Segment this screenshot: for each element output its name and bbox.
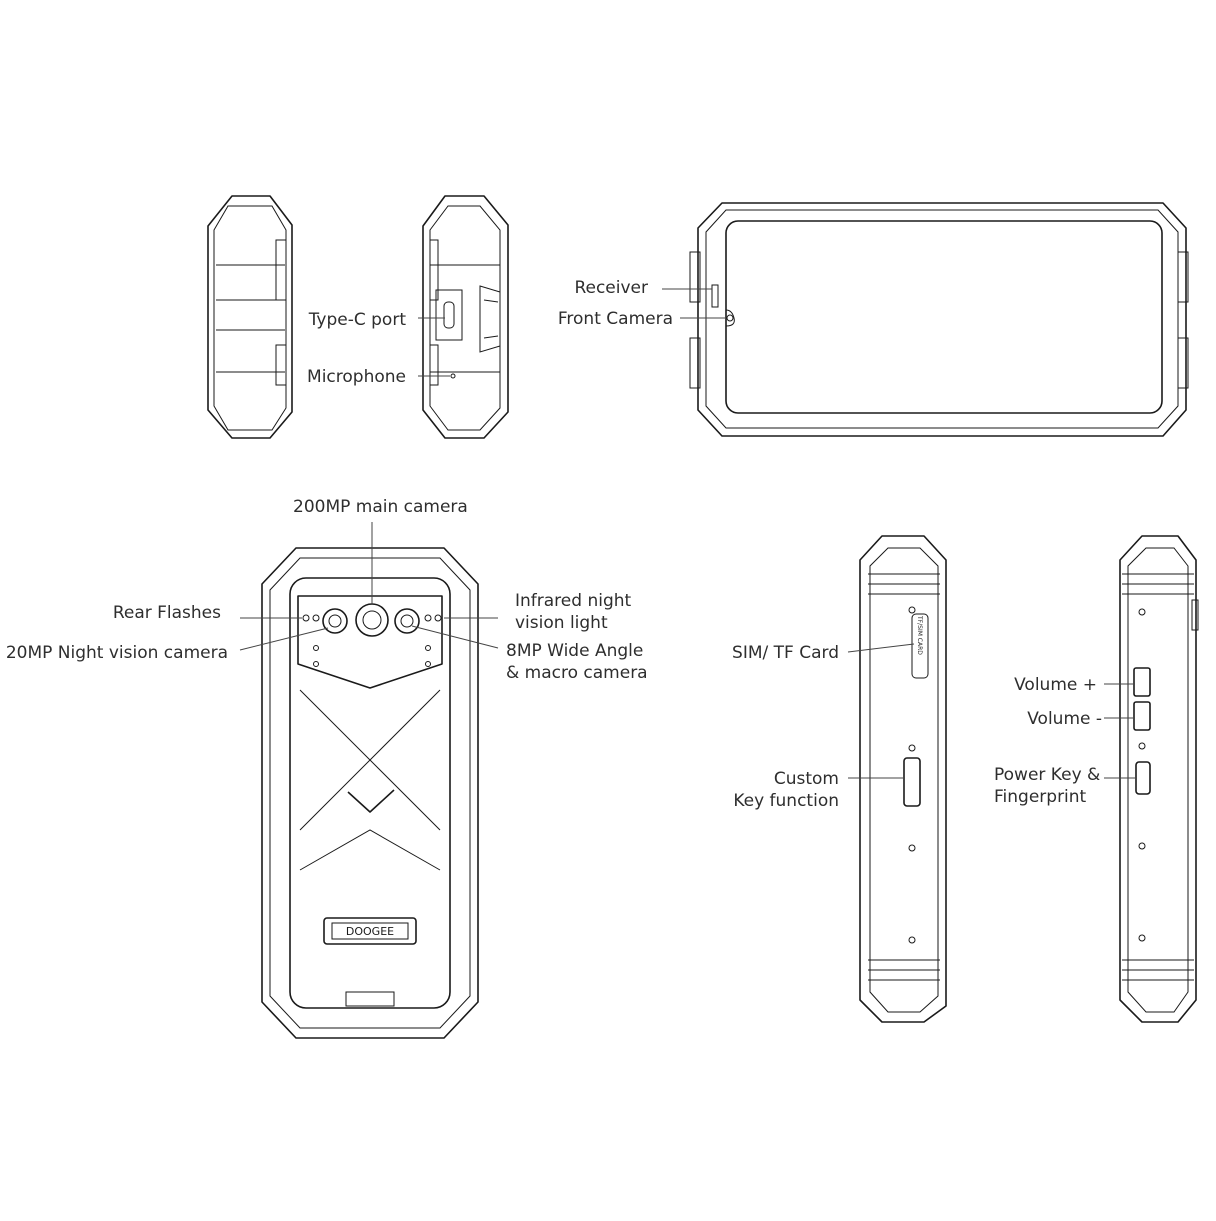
custom-key-label-line2: Key function (733, 791, 839, 811)
microphone-label: Microphone (307, 367, 406, 387)
front-view (689, 202, 1189, 437)
receiver-label: Receiver (574, 278, 648, 298)
infrared-light-label-line2: vision light (515, 613, 608, 633)
doogee-logo: DOOGEE (346, 925, 394, 938)
wide-angle-camera-label-line1: 8MP Wide Angle (506, 641, 644, 661)
back-view: DOOGEE (261, 547, 479, 1039)
volume-up-label: Volume + (1014, 675, 1097, 695)
infrared-light-label-line1: Infrared night (515, 591, 632, 611)
power-key-label-line2: Fingerprint (994, 787, 1087, 807)
power-key-label-line1: Power Key & (994, 765, 1101, 785)
wide-angle-camera-label-line2: & macro camera (506, 663, 648, 683)
main-camera-label: 200MP main camera (293, 497, 468, 517)
right-side-view (1119, 535, 1199, 1023)
end-view-bottom (422, 195, 509, 439)
type-c-port-label: Type-C port (308, 310, 406, 330)
rear-flashes-label: Rear Flashes (112, 603, 221, 623)
end-view-top (207, 195, 293, 439)
sim-tray-text: TF/SIM CARD (916, 615, 923, 655)
front-camera-label: Front Camera (557, 309, 673, 329)
sim-tf-card-label: SIM/ TF Card (732, 643, 839, 663)
left-side-view: TF/SIM CARD (859, 535, 947, 1023)
night-vision-camera-label: 20MP Night vision camera (5, 643, 228, 663)
custom-key-label-line1: Custom (773, 769, 839, 789)
leader-lines (239, 288, 1136, 779)
volume-down-label: Volume - (1027, 709, 1102, 729)
